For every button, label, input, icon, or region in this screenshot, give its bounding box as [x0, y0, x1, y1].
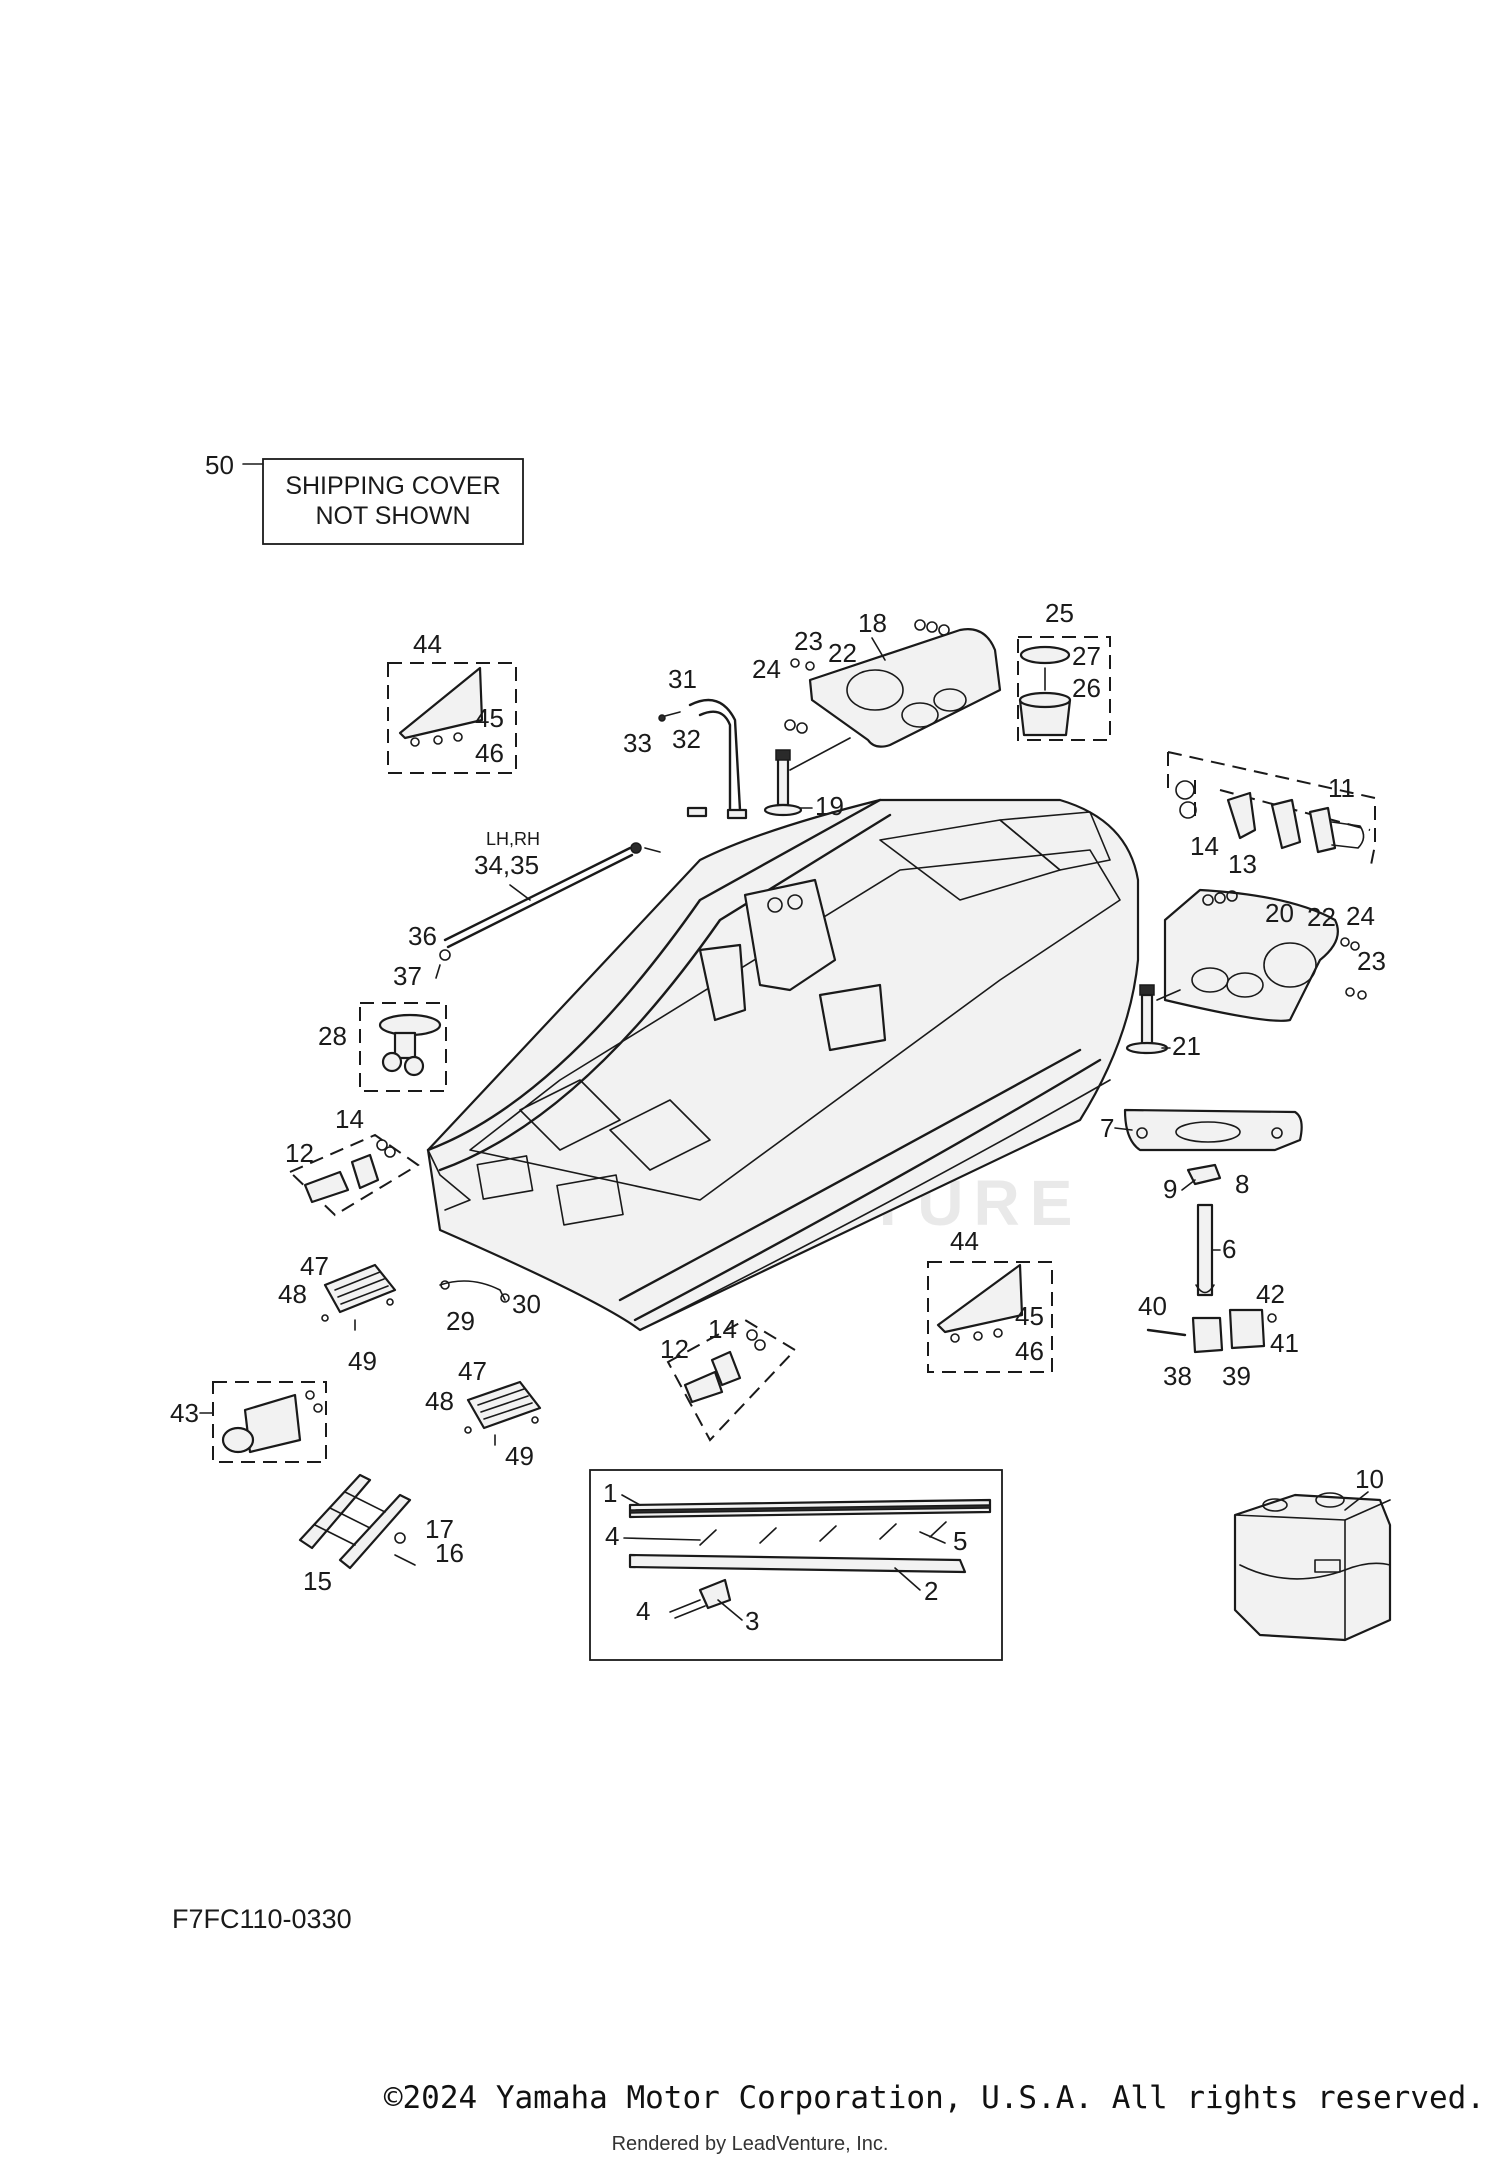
- callout-6: 6: [1222, 1234, 1236, 1264]
- callout-7: 7: [1100, 1113, 1114, 1143]
- callout-22a: 22: [828, 638, 857, 668]
- step-pad-left: 47 48 49: [278, 1251, 397, 1376]
- storage-tray-top: 18 23 22 24: [752, 608, 1002, 748]
- callout-34-35: 34,35: [474, 850, 539, 880]
- callout-24b: 24: [1346, 901, 1375, 931]
- callout-49b: 49: [505, 1441, 534, 1471]
- callout-4b: 4: [636, 1596, 650, 1626]
- callout-14a: 14: [1190, 831, 1219, 861]
- callout-30: 30: [512, 1289, 541, 1319]
- callout-9: 9: [1163, 1174, 1177, 1204]
- table-assembly: 7 8 9 6: [1100, 1108, 1303, 1297]
- callout-27: 27: [1072, 641, 1101, 671]
- bracket-group-left: 12 14: [285, 1104, 420, 1217]
- triangle-panel-center: 44 45 46: [927, 1226, 1053, 1373]
- callout-1: 1: [603, 1478, 617, 1508]
- grab-handle: 31 32 33: [623, 664, 748, 820]
- callout-37: 37: [393, 961, 422, 991]
- diagram-code: F7FC110-0330: [172, 1904, 352, 1934]
- drain-plug-group: 43: [170, 1381, 327, 1463]
- boarding-ladder: 17 16 15: [298, 1473, 464, 1596]
- callout-45b: 45: [1015, 1301, 1044, 1331]
- callout-10: 10: [1355, 1464, 1384, 1494]
- callout-2: 2: [924, 1576, 938, 1606]
- callout-36: 36: [408, 921, 437, 951]
- callout-21: 21: [1172, 1031, 1201, 1061]
- callout-13: 13: [1228, 849, 1257, 879]
- note-line-1: SHIPPING COVER: [285, 472, 500, 500]
- callout-46a: 46: [475, 738, 504, 768]
- callout-31: 31: [668, 664, 697, 694]
- callout-4a: 4: [605, 1521, 619, 1551]
- callout-42: 42: [1256, 1279, 1285, 1309]
- pop-up-cleat: 28: [318, 1002, 447, 1092]
- bracket-group-right: 11 14 13: [1167, 751, 1376, 879]
- storage-tray-right: 20 22 24 23: [1163, 888, 1386, 1022]
- callout-18: 18: [858, 608, 887, 638]
- callout-11: 11: [1328, 773, 1355, 803]
- bracket-group-center: 12 14: [660, 1314, 797, 1442]
- callout-23a: 23: [794, 626, 823, 656]
- rendered-by-text: Rendered by LeadVenture, Inc.: [612, 2133, 889, 2155]
- triangle-panel-left: 44 45 46: [387, 629, 517, 774]
- callout-50: 50: [205, 450, 234, 480]
- callout-8: 8: [1235, 1169, 1249, 1199]
- callout-47a: 47: [300, 1251, 329, 1281]
- copyright-text: ©2024 Yamaha Motor Corporation, U.S.A. A…: [384, 2080, 1485, 2116]
- callout-23b: 23: [1357, 946, 1386, 976]
- callout-48a: 48: [278, 1279, 307, 1309]
- callout-32: 32: [672, 724, 701, 754]
- callout-29: 29: [446, 1306, 475, 1336]
- callout-26: 26: [1072, 673, 1101, 703]
- callout-25: 25: [1045, 598, 1074, 628]
- callout-24a: 24: [752, 654, 781, 684]
- boat-hull-illustration: [426, 798, 1140, 1332]
- support-rod: LH,RH 34,35 36 37: [393, 829, 661, 991]
- callout-14b: 14: [335, 1104, 364, 1134]
- callout-12b: 12: [660, 1334, 689, 1364]
- callout-3: 3: [745, 1606, 759, 1636]
- callout-lhrh: LH,RH: [486, 829, 540, 849]
- callout-22b: 22: [1307, 902, 1336, 932]
- callout-15: 15: [303, 1566, 332, 1596]
- callout-43: 43: [170, 1398, 199, 1428]
- step-pad-center: 47 48 49: [425, 1356, 542, 1471]
- callout-33: 33: [623, 728, 652, 758]
- callout-20: 20: [1265, 898, 1294, 928]
- callout-19: 19: [815, 791, 844, 821]
- rub-rail-detail: 1 4 5 2 4 3: [589, 1469, 1003, 1661]
- callout-28: 28: [318, 1021, 347, 1051]
- callout-48b: 48: [425, 1386, 454, 1416]
- callout-39: 39: [1222, 1361, 1251, 1391]
- callout-40: 40: [1138, 1291, 1167, 1321]
- light-pole-lower: 21: [1125, 984, 1201, 1061]
- callout-46b: 46: [1015, 1336, 1044, 1366]
- callout-17: 17: [425, 1514, 454, 1544]
- shipping-cover-note: 50 SHIPPING COVER NOT SHOWN: [205, 450, 524, 545]
- switch-assembly: 40 42 41 38 39: [1138, 1279, 1299, 1391]
- callout-38: 38: [1163, 1361, 1192, 1391]
- callout-14c: 14: [708, 1314, 737, 1344]
- callout-44b: 44: [950, 1226, 979, 1256]
- callout-41: 41: [1270, 1328, 1299, 1358]
- hose-clamp: 29 30: [439, 1280, 541, 1336]
- callout-47b: 47: [458, 1356, 487, 1386]
- callout-12a: 12: [285, 1138, 314, 1168]
- callout-5: 5: [953, 1526, 967, 1556]
- light-pole-upper: 19: [763, 737, 851, 821]
- callout-45a: 45: [475, 703, 504, 733]
- cooler-illustration: 10: [1233, 1464, 1392, 1642]
- note-line-2: NOT SHOWN: [315, 502, 470, 530]
- cup-holder-group: 25 27 26: [1017, 598, 1111, 741]
- callout-16: 16: [435, 1538, 464, 1568]
- callout-44a: 44: [413, 629, 442, 659]
- callout-49a: 49: [348, 1346, 377, 1376]
